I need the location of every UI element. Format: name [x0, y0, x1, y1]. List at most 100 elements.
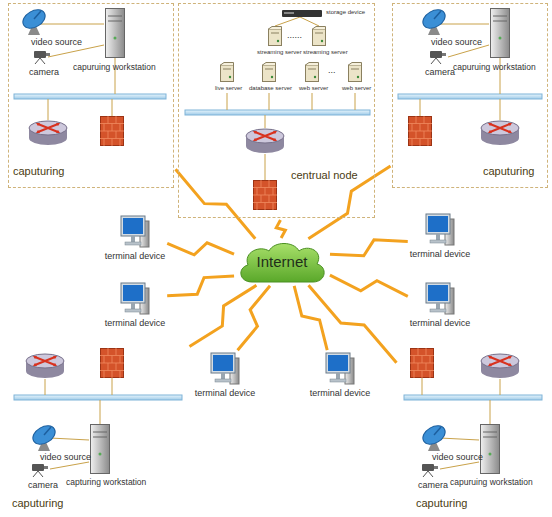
firewall-icon	[100, 116, 434, 378]
bus-bar	[404, 395, 542, 400]
workstation-node: capuruing workstation	[453, 63, 536, 73]
firewall-icon	[100, 348, 124, 378]
node-label: terminal device	[410, 249, 471, 259]
workstation-node: capuruing workstation	[450, 478, 533, 488]
server-node: web server	[299, 85, 328, 92]
node-label: terminal device	[310, 388, 371, 398]
server-icon	[313, 27, 326, 46]
node-label: capuruing workstation	[450, 478, 533, 488]
server-icon	[221, 27, 362, 82]
node-label: camera	[28, 480, 58, 490]
capture-site-region: caputuringvideo sourcecameracapuruing wo…	[392, 3, 548, 188]
satellite-dish-icon	[30, 422, 59, 451]
camera-node: camera	[425, 67, 455, 77]
lightning-link	[309, 285, 397, 362]
router-icon	[481, 354, 519, 378]
wire	[40, 17, 500, 469]
camera-node: camera	[418, 480, 448, 490]
workstation-tower-icon	[91, 9, 510, 474]
video-source-node: video source	[432, 452, 483, 462]
satellite-dish-icon	[420, 422, 449, 451]
video-source-node: video source	[431, 37, 482, 47]
bus-bar	[398, 94, 542, 99]
node-label: camera	[425, 67, 455, 77]
terminal-monitor-icon	[326, 353, 354, 384]
lightning-link	[294, 286, 327, 350]
capture-site-region: caputuring video source camera capuruing wo…	[8, 3, 174, 188]
storage-device-icon	[282, 10, 322, 17]
cloud-label: Internet	[257, 253, 308, 270]
storage-device-icon	[282, 10, 322, 17]
node-label: web server	[299, 85, 328, 92]
bus-bar	[14, 94, 166, 99]
server-node: web server	[342, 85, 371, 92]
terminal-node: terminal device	[310, 352, 371, 398]
camera-icon	[32, 464, 48, 477]
node-label: terminal device	[105, 318, 166, 328]
camera-node: camera	[28, 480, 58, 490]
capture-site-region: caputuring video source camera capturing wo…	[8, 345, 188, 515]
camera-node: camera	[29, 67, 59, 77]
server-node: streaming server	[303, 49, 348, 56]
server-icon	[349, 63, 362, 82]
server-icon	[221, 63, 234, 82]
region-label: caputuring	[13, 165, 64, 178]
terminal-monitor-icon	[426, 214, 454, 245]
satellite-dish-icon	[20, 6, 449, 451]
storage-node: storage device	[326, 9, 365, 16]
node-label: camera	[29, 67, 59, 77]
router-icon	[246, 129, 284, 153]
node-label: terminal device	[105, 251, 166, 261]
server-node: streaming server	[257, 49, 302, 56]
terminal-node: terminal device	[195, 352, 256, 398]
workstation-tower-icon	[106, 9, 125, 58]
capture-site-region: caputuringvideo sourcecameracapuruing wo…	[398, 345, 548, 515]
firewall-icon	[253, 180, 277, 210]
node-label: video source	[40, 452, 91, 462]
firewall-icon	[100, 116, 124, 146]
router-icon	[26, 121, 519, 378]
satellite-dish-icon	[420, 6, 449, 35]
lightning-link	[276, 220, 285, 238]
camera-icon	[422, 464, 438, 477]
region-label: centrual node	[291, 169, 358, 182]
lightning-link	[167, 276, 234, 296]
terminal-node: terminal device	[105, 215, 166, 261]
node-label: camera	[418, 480, 448, 490]
ellipsis-label: ......	[287, 30, 302, 40]
terminal-monitor-icon	[211, 353, 239, 384]
server-icon	[306, 63, 319, 82]
terminal-monitor-icon	[121, 283, 149, 314]
wire	[227, 17, 355, 180]
region-label: caputuring	[12, 497, 63, 510]
workstation-node: capturing workstation	[66, 478, 146, 488]
bus-bar	[185, 110, 370, 115]
router-icon	[481, 121, 519, 145]
camera-icon	[430, 51, 446, 64]
terminal-node: terminal device	[410, 213, 471, 259]
node-label: video source	[31, 37, 82, 47]
storage-device-icon	[284, 12, 294, 14]
node-label: capturing workstation	[66, 478, 146, 488]
camera-icon	[32, 51, 446, 477]
server-node: database server	[249, 85, 292, 92]
server-icon	[269, 27, 282, 46]
node-label: streaming server	[257, 49, 302, 56]
node-label: database server	[249, 85, 292, 92]
router-icon	[26, 354, 64, 378]
workstation-node: capuruing workstation	[73, 63, 156, 73]
router-icon	[29, 121, 67, 145]
node-label: terminal device	[410, 318, 471, 328]
video-source-node: video source	[31, 37, 82, 47]
satellite-dish-icon	[20, 6, 49, 35]
terminal-monitor-icon	[121, 214, 454, 384]
server-icon	[263, 63, 276, 82]
lightning-link	[330, 240, 408, 256]
node-label: terminal device	[195, 388, 256, 398]
ellipsis-label: ...	[328, 65, 336, 75]
firewall-icon	[408, 116, 432, 146]
node-label: video source	[431, 37, 482, 47]
workstation-tower-icon	[481, 425, 500, 474]
lightning-link	[330, 275, 408, 296]
